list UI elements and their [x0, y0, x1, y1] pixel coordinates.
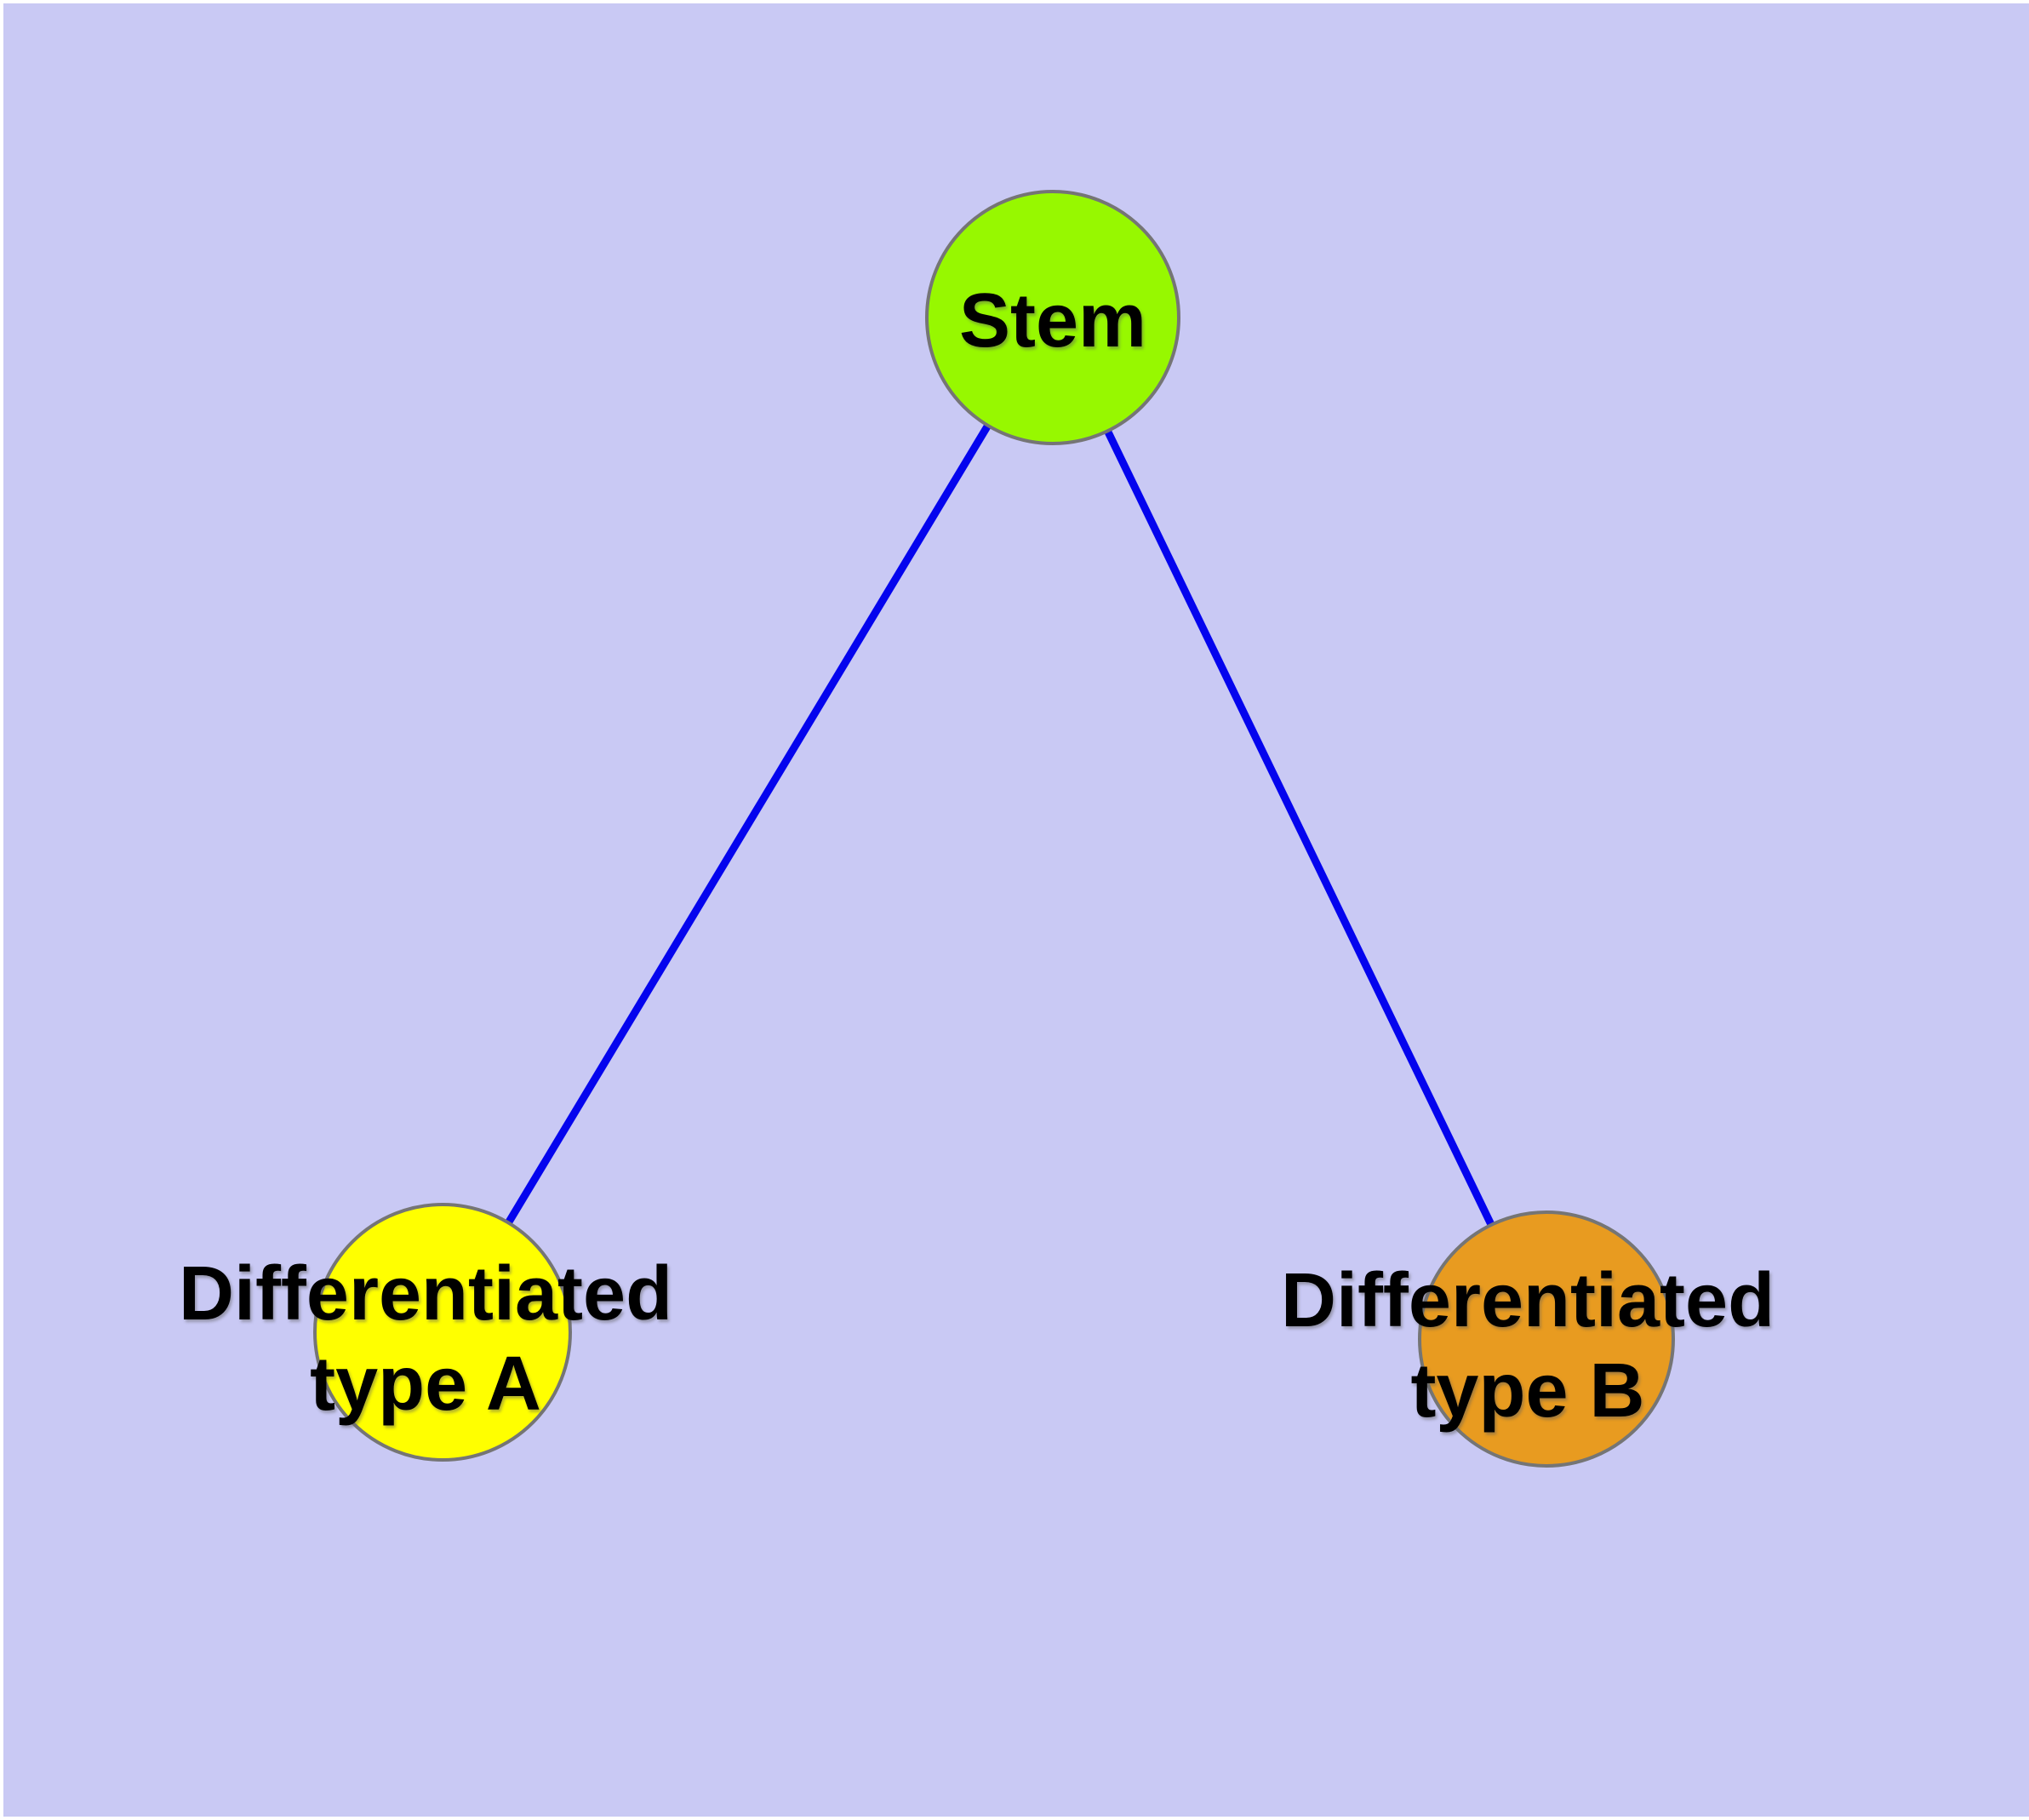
node-stem-circle [925, 190, 1180, 445]
edge-stem-to-differentiated-type-a [439, 315, 1056, 1335]
node-differentiated-type-b-label: Differentiated type B [1280, 1257, 1775, 1434]
edge-stem-to-differentiated-type-b [1049, 316, 1551, 1341]
node-stem-label: Stem [958, 278, 1147, 363]
node-differentiated-type-a-circle [313, 1203, 572, 1462]
node-differentiated-type-b-circle [1418, 1210, 1675, 1468]
node-differentiated-type-a-label: Differentiated type A [178, 1251, 673, 1427]
